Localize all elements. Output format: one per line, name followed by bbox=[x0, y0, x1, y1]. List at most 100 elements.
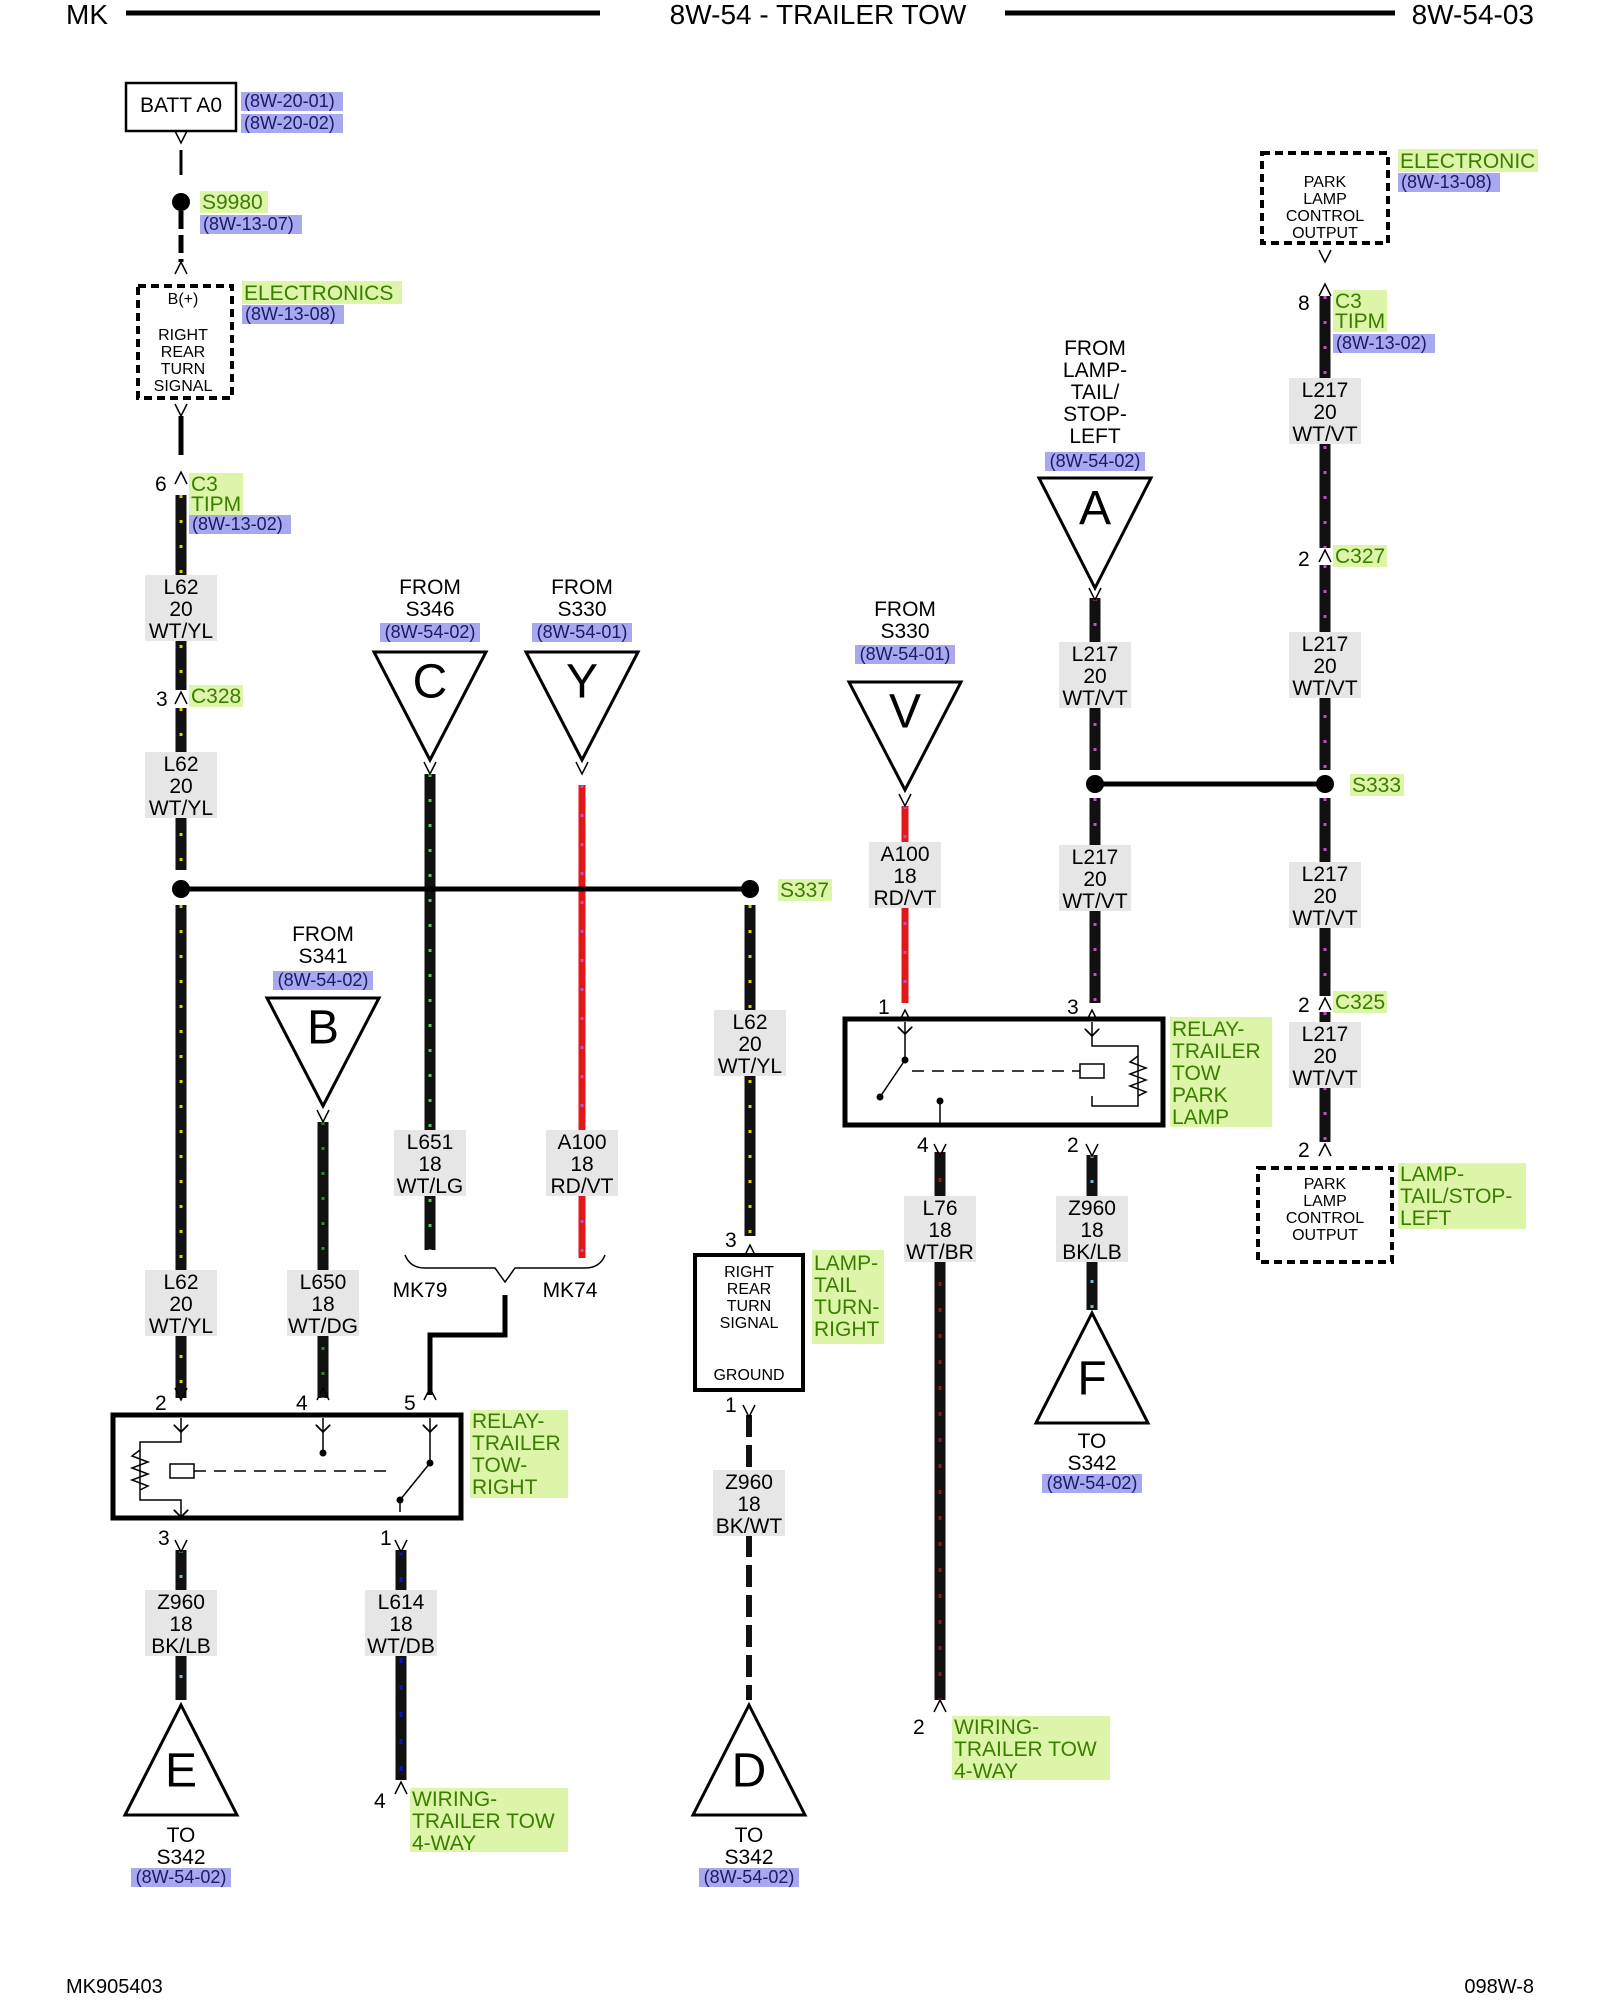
svg-text:L217: L217 bbox=[1072, 846, 1119, 869]
page-title: 8W-54 - TRAILER TOW bbox=[670, 0, 967, 30]
svg-text:FROM: FROM bbox=[874, 598, 936, 621]
svg-text:S341: S341 bbox=[298, 945, 347, 968]
svg-text:PARK: PARK bbox=[1304, 1176, 1347, 1193]
svg-text:BK/LB: BK/LB bbox=[1062, 1241, 1122, 1264]
svg-text:3: 3 bbox=[1067, 996, 1079, 1019]
svg-text:WT/YL: WT/YL bbox=[149, 797, 213, 820]
svg-text:WT/VT: WT/VT bbox=[1062, 687, 1127, 710]
svg-text:BK/WT: BK/WT bbox=[716, 1515, 783, 1538]
svg-text:S333: S333 bbox=[1352, 774, 1401, 797]
svg-text:L614: L614 bbox=[378, 1591, 425, 1614]
svg-text:TO: TO bbox=[735, 1824, 764, 1847]
svg-text:C: C bbox=[413, 655, 448, 708]
option-mk79: MK79 bbox=[393, 1279, 448, 1302]
svg-text:4-WAY: 4-WAY bbox=[412, 1832, 476, 1855]
svg-text:L217: L217 bbox=[1302, 633, 1349, 656]
svg-text:L62: L62 bbox=[732, 1011, 767, 1034]
svg-text:4: 4 bbox=[917, 1134, 929, 1157]
svg-text:WT/VT: WT/VT bbox=[1292, 677, 1357, 700]
svg-text:Z960: Z960 bbox=[157, 1591, 205, 1614]
svg-text:WT/VT: WT/VT bbox=[1062, 890, 1127, 913]
page-header: MK 8W-54 - TRAILER TOW 8W-54-03 bbox=[66, 0, 1534, 30]
svg-text:(8W-54-02): (8W-54-02) bbox=[1050, 451, 1141, 471]
svg-text:20: 20 bbox=[738, 1033, 761, 1056]
svg-text:(8W-54-01): (8W-54-01) bbox=[860, 644, 951, 664]
svg-text:A100: A100 bbox=[557, 1131, 606, 1154]
batt-label: BATT A0 bbox=[140, 94, 222, 117]
relay-tow-right: 2 4 5 3 1 RELAY- TRAILER TOW- RIGHT bbox=[110, 1392, 568, 1550]
svg-text:D: D bbox=[732, 1744, 767, 1797]
svg-text:(8W-54-02): (8W-54-02) bbox=[385, 622, 476, 642]
svg-text:2: 2 bbox=[1298, 1139, 1310, 1162]
svg-text:RD/VT: RD/VT bbox=[551, 1175, 614, 1198]
svg-text:FROM: FROM bbox=[292, 923, 354, 946]
svg-text:B(+): B(+) bbox=[168, 291, 199, 308]
splice-s337-right bbox=[741, 880, 759, 898]
svg-text:FROM: FROM bbox=[399, 576, 461, 599]
svg-text:18: 18 bbox=[893, 865, 916, 888]
svg-text:FROM: FROM bbox=[1064, 337, 1126, 360]
svg-text:S330: S330 bbox=[557, 598, 606, 621]
svg-text:F: F bbox=[1077, 1352, 1106, 1405]
svg-text:6: 6 bbox=[155, 473, 167, 496]
svg-text:WT/BR: WT/BR bbox=[906, 1241, 974, 1264]
svg-text:S346: S346 bbox=[405, 598, 454, 621]
svg-text:20: 20 bbox=[1313, 885, 1336, 908]
svg-text:TIPM: TIPM bbox=[1335, 310, 1385, 333]
batt-ref-1: (8W-20-01) bbox=[244, 91, 335, 111]
svg-text:2: 2 bbox=[1298, 994, 1310, 1017]
svg-text:SIGNAL: SIGNAL bbox=[154, 378, 213, 395]
svg-text:LEFT: LEFT bbox=[1400, 1207, 1452, 1230]
svg-text:REAR: REAR bbox=[161, 344, 205, 361]
svg-text:WT/DB: WT/DB bbox=[367, 1635, 435, 1658]
svg-text:Y: Y bbox=[566, 655, 598, 708]
svg-text:20: 20 bbox=[1083, 868, 1106, 891]
svg-text:4: 4 bbox=[296, 1392, 308, 1415]
svg-text:OUTPUT: OUTPUT bbox=[1292, 1227, 1358, 1244]
svg-text:RIGHT: RIGHT bbox=[472, 1476, 538, 1499]
lamp-plco: 2 PARK LAMP CONTROL OUTPUT LAMP- TAIL/ST… bbox=[1256, 1139, 1526, 1264]
svg-text:L217: L217 bbox=[1302, 863, 1349, 886]
svg-text:2: 2 bbox=[155, 1392, 167, 1415]
svg-text:WT/YL: WT/YL bbox=[149, 1315, 213, 1338]
svg-text:RELAY-: RELAY- bbox=[472, 1410, 544, 1433]
wiring-4way-b: 2 WIRING- TRAILER TOW 4-WAY bbox=[913, 1698, 1110, 1783]
svg-text:L62: L62 bbox=[163, 1271, 198, 1294]
svg-text:L217: L217 bbox=[1302, 379, 1349, 402]
svg-text:2: 2 bbox=[1298, 548, 1310, 571]
wire-labels-layer: L6220WT/YLL6220WT/YLL6220WT/YLL6220WT/YL… bbox=[145, 378, 1361, 1658]
svg-text:18: 18 bbox=[737, 1493, 760, 1516]
svg-text:18: 18 bbox=[311, 1293, 334, 1316]
svg-text:TAIL/STOP-: TAIL/STOP- bbox=[1400, 1185, 1512, 1208]
svg-text:(8W-54-02): (8W-54-02) bbox=[704, 1867, 795, 1887]
svg-text:(8W-13-02): (8W-13-02) bbox=[1336, 333, 1427, 353]
svg-text:S330: S330 bbox=[880, 620, 929, 643]
svg-text:TIPM: TIPM bbox=[191, 493, 241, 516]
svg-text:WT/DG: WT/DG bbox=[288, 1315, 358, 1338]
svg-text:(8W-54-01): (8W-54-01) bbox=[537, 622, 628, 642]
splice-s9980-label: S9980 bbox=[202, 191, 263, 214]
svg-text:8: 8 bbox=[1298, 292, 1310, 315]
svg-text:WIRING-: WIRING- bbox=[954, 1716, 1039, 1739]
svg-text:L650: L650 bbox=[300, 1271, 347, 1294]
svg-text:RIGHT: RIGHT bbox=[158, 327, 208, 344]
svg-text:WT/VT: WT/VT bbox=[1292, 1067, 1357, 1090]
option-bracket: MK79 MK74 bbox=[393, 1254, 606, 1395]
svg-text:LEFT: LEFT bbox=[1069, 425, 1121, 448]
svg-text:LAMP: LAMP bbox=[1303, 191, 1347, 208]
svg-text:(8W-54-02): (8W-54-02) bbox=[1047, 1473, 1138, 1493]
svg-text:E: E bbox=[165, 1744, 197, 1797]
svg-text:18: 18 bbox=[570, 1153, 593, 1176]
